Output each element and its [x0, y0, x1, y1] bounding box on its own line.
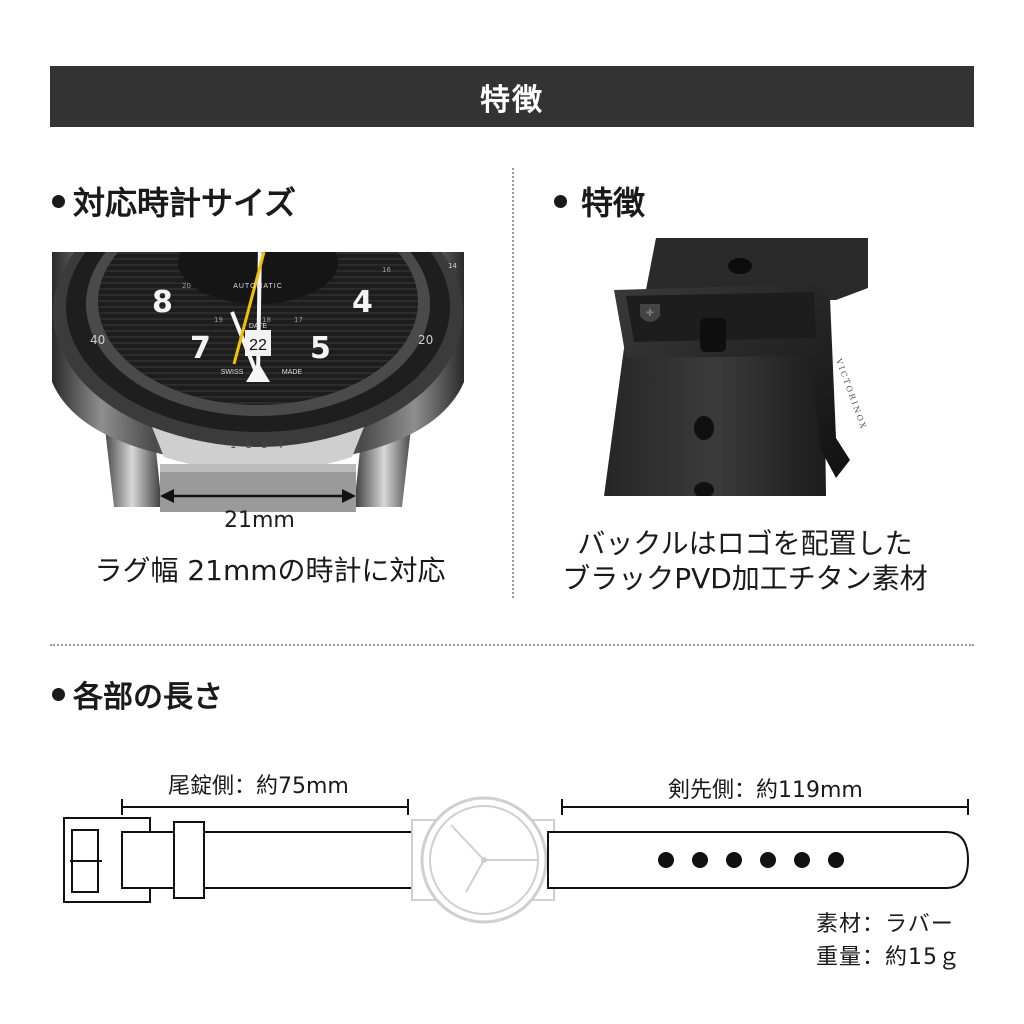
strap-diagram	[56, 790, 976, 930]
bullet-icon	[554, 194, 567, 208]
heading-text: 特徴	[581, 184, 646, 222]
buckle-caption-line1: バックルはロゴを配置した	[577, 527, 913, 560]
watch-size-caption: ラグ幅 21mmの時計に対応	[94, 554, 446, 587]
bezel-17: 17	[294, 316, 303, 324]
date-label: DATE	[249, 323, 267, 330]
buckle-caption-line2: ブラックPVD加工チタン素材	[562, 562, 928, 595]
automatic-label: AUTOMATIC	[233, 283, 283, 290]
case-engraving: 1 8 8 4	[230, 440, 286, 451]
banner-title: 特徴	[480, 82, 544, 118]
lug-width-label: 21mm	[224, 508, 295, 533]
numeral-7: 7	[190, 331, 211, 366]
bezel-14: 14	[448, 262, 457, 270]
bezel-18: 18	[262, 316, 271, 324]
strap-hole	[726, 852, 742, 868]
svg-text:✚: ✚	[646, 308, 654, 319]
date-value: 22	[249, 337, 267, 354]
material-spec: 素材：ラバー	[816, 912, 954, 937]
strap-hole	[692, 852, 708, 868]
horizontal-divider	[50, 644, 974, 646]
numeral-8: 8	[152, 285, 173, 320]
tip-side-length: 剣先側：約119mm	[668, 778, 863, 803]
vertical-divider	[512, 168, 514, 598]
heading-text: 対応時計サイズ	[73, 184, 297, 222]
bezel-40: 40	[90, 333, 105, 347]
numeral-5: 5	[310, 331, 331, 366]
bezel-19: 19	[214, 316, 223, 324]
weight-spec: 重量：約15ｇ	[816, 945, 961, 970]
strap-hole	[658, 852, 674, 868]
heading-text: 各部の長さ	[73, 680, 223, 715]
bezel-16: 16	[382, 266, 391, 274]
numeral-4: 4	[352, 285, 373, 320]
section-heading-lengths: 各部の長さ	[52, 672, 223, 716]
section-heading-watch-size: 対応時計サイズ	[52, 178, 296, 224]
bezel-20b: 20	[182, 282, 191, 290]
strap-holes	[658, 852, 844, 868]
made-label: MADE	[282, 369, 303, 376]
bezel-20: 20	[418, 333, 433, 347]
bullet-icon	[52, 687, 65, 701]
bullet-icon	[52, 194, 65, 208]
buckle-caption: バックルはロゴを配置した ブラックPVD加工チタン素材	[530, 526, 960, 596]
section-heading-features: 特徴	[554, 178, 645, 224]
buckle-illustration: ✚ VICTORINOX	[604, 238, 868, 496]
strap-hole	[760, 852, 776, 868]
strap-hole	[828, 852, 844, 868]
watch-photo: 22 DATE AUTOMATIC SWISS MADE 8 4 7 5 40 …	[52, 252, 464, 512]
watch-illustration: 22 DATE AUTOMATIC SWISS MADE 8 4 7 5 40 …	[52, 252, 464, 512]
buckle-side-length: 尾錠側：約75mm	[168, 774, 349, 799]
swiss-label: SWISS	[221, 369, 244, 376]
strap-hole	[794, 852, 810, 868]
title-banner: 特徴	[50, 66, 974, 127]
buckle-engraving: VICTORINOX	[834, 357, 868, 432]
strap-diagram-svg	[63, 796, 970, 924]
buckle-photo: ✚ VICTORINOX	[604, 238, 868, 496]
